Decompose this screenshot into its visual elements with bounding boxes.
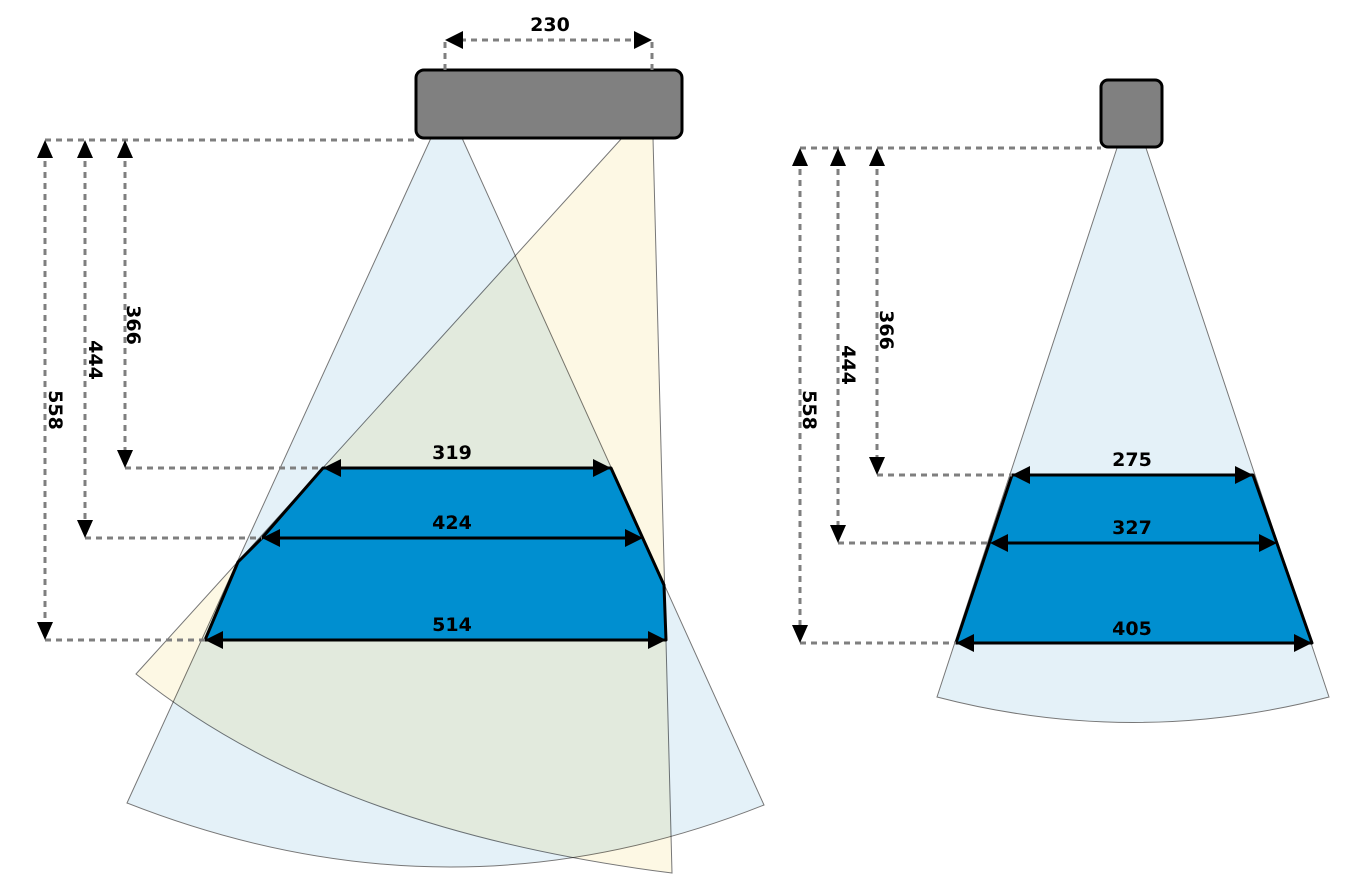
left-diagram: 230 366 444 558 319 424 514	[37, 14, 765, 874]
right-sensor	[1099, 78, 1164, 149]
left-sensor	[414, 68, 684, 140]
sensor-spacing-label: 230	[530, 14, 570, 36]
depth-label: 444	[837, 345, 859, 385]
depth-label: 366	[122, 305, 144, 345]
width-label: 319	[432, 442, 472, 464]
depth-label: 558	[44, 390, 66, 430]
width-label: 275	[1112, 449, 1152, 471]
width-label: 405	[1112, 618, 1152, 640]
width-label: 514	[432, 614, 472, 636]
depth-label: 558	[798, 390, 820, 430]
depth-label: 444	[84, 340, 106, 380]
width-label: 424	[432, 512, 472, 534]
depth-label: 366	[875, 310, 897, 350]
width-label: 327	[1112, 517, 1152, 539]
right-diagram: 366 444 558 275 327 405	[792, 78, 1330, 723]
